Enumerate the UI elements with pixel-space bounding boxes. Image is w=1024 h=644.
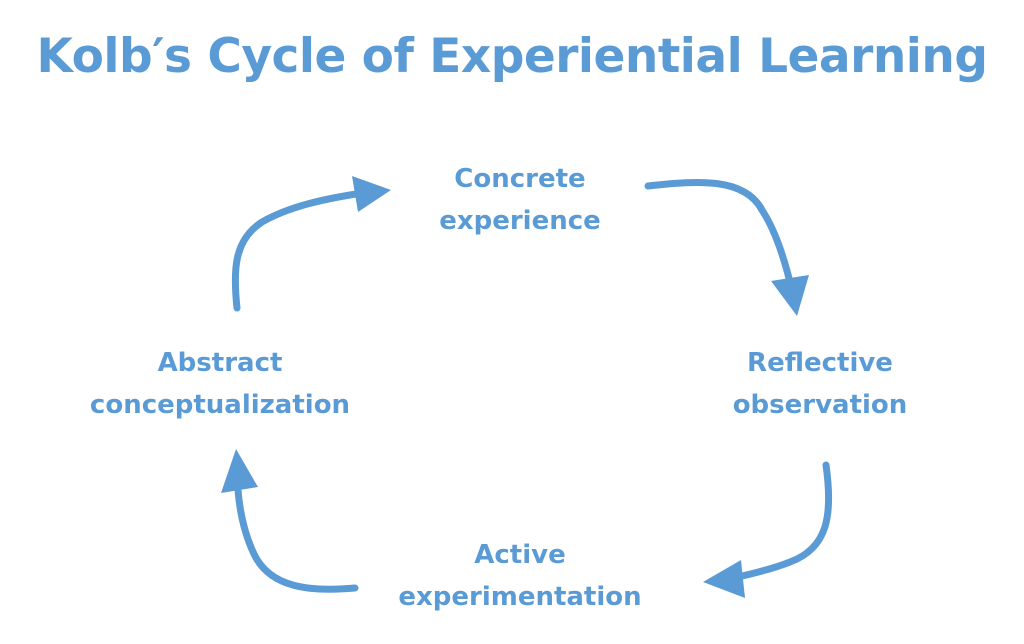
arrow-abstract-to-concrete: [231, 176, 391, 312]
arrow-reflective-to-active: [703, 461, 833, 598]
arrow-active-to-abstract: [221, 449, 359, 593]
stage-abstract-conceptualization: Abstract conceptualization: [60, 342, 380, 426]
stage-active-experimentation: Active experimentation: [360, 534, 680, 618]
stage-label-line1: Reflective: [747, 348, 893, 378]
stage-concrete-experience: Concrete experience: [404, 158, 636, 242]
stage-label-line1: Abstract: [157, 348, 283, 378]
stage-label-line2: experience: [439, 206, 601, 236]
stage-label-line1: Active: [474, 540, 566, 570]
stage-label-line1: Concrete: [454, 164, 586, 194]
stage-reflective-observation: Reflective observation: [700, 342, 940, 426]
stage-label-line2: conceptualization: [89, 390, 351, 420]
arrow-concrete-to-reflective: [644, 178, 809, 316]
diagram-title: Kolb′s Cycle of Experiential Learning: [36, 29, 988, 84]
stage-label-line2: experimentation: [398, 582, 642, 612]
stage-label-line2: observation: [732, 390, 908, 420]
